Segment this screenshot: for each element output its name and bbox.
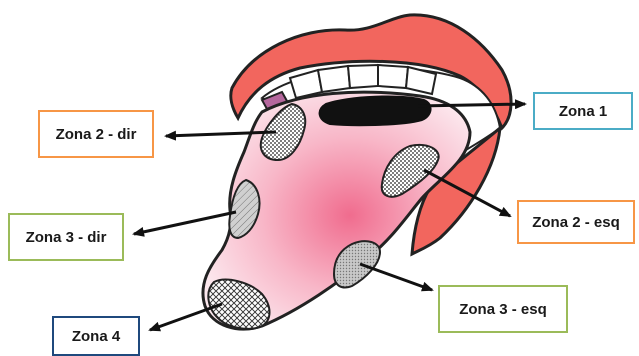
arrow-zona-3-dir [134, 212, 236, 234]
label-zona-2-dir: Zona 2 - dir [38, 110, 154, 158]
label-zona-1: Zona 1 [533, 92, 633, 130]
zone-1-region [320, 97, 431, 126]
arrow-zona-3-esq [360, 264, 432, 290]
label-zona-2-esq: Zona 2 - esq [517, 200, 635, 244]
arrow-zona-1 [418, 104, 525, 106]
label-zona-3-dir: Zona 3 - dir [8, 213, 124, 261]
tongue-taste-zones-diagram: Zona 1 Zona 2 - dir Zona 2 - esq Zona 3 … [0, 0, 639, 344]
label-zona-4: Zona 4 [52, 316, 140, 356]
label-zona-3-esq: Zona 3 - esq [438, 285, 568, 333]
